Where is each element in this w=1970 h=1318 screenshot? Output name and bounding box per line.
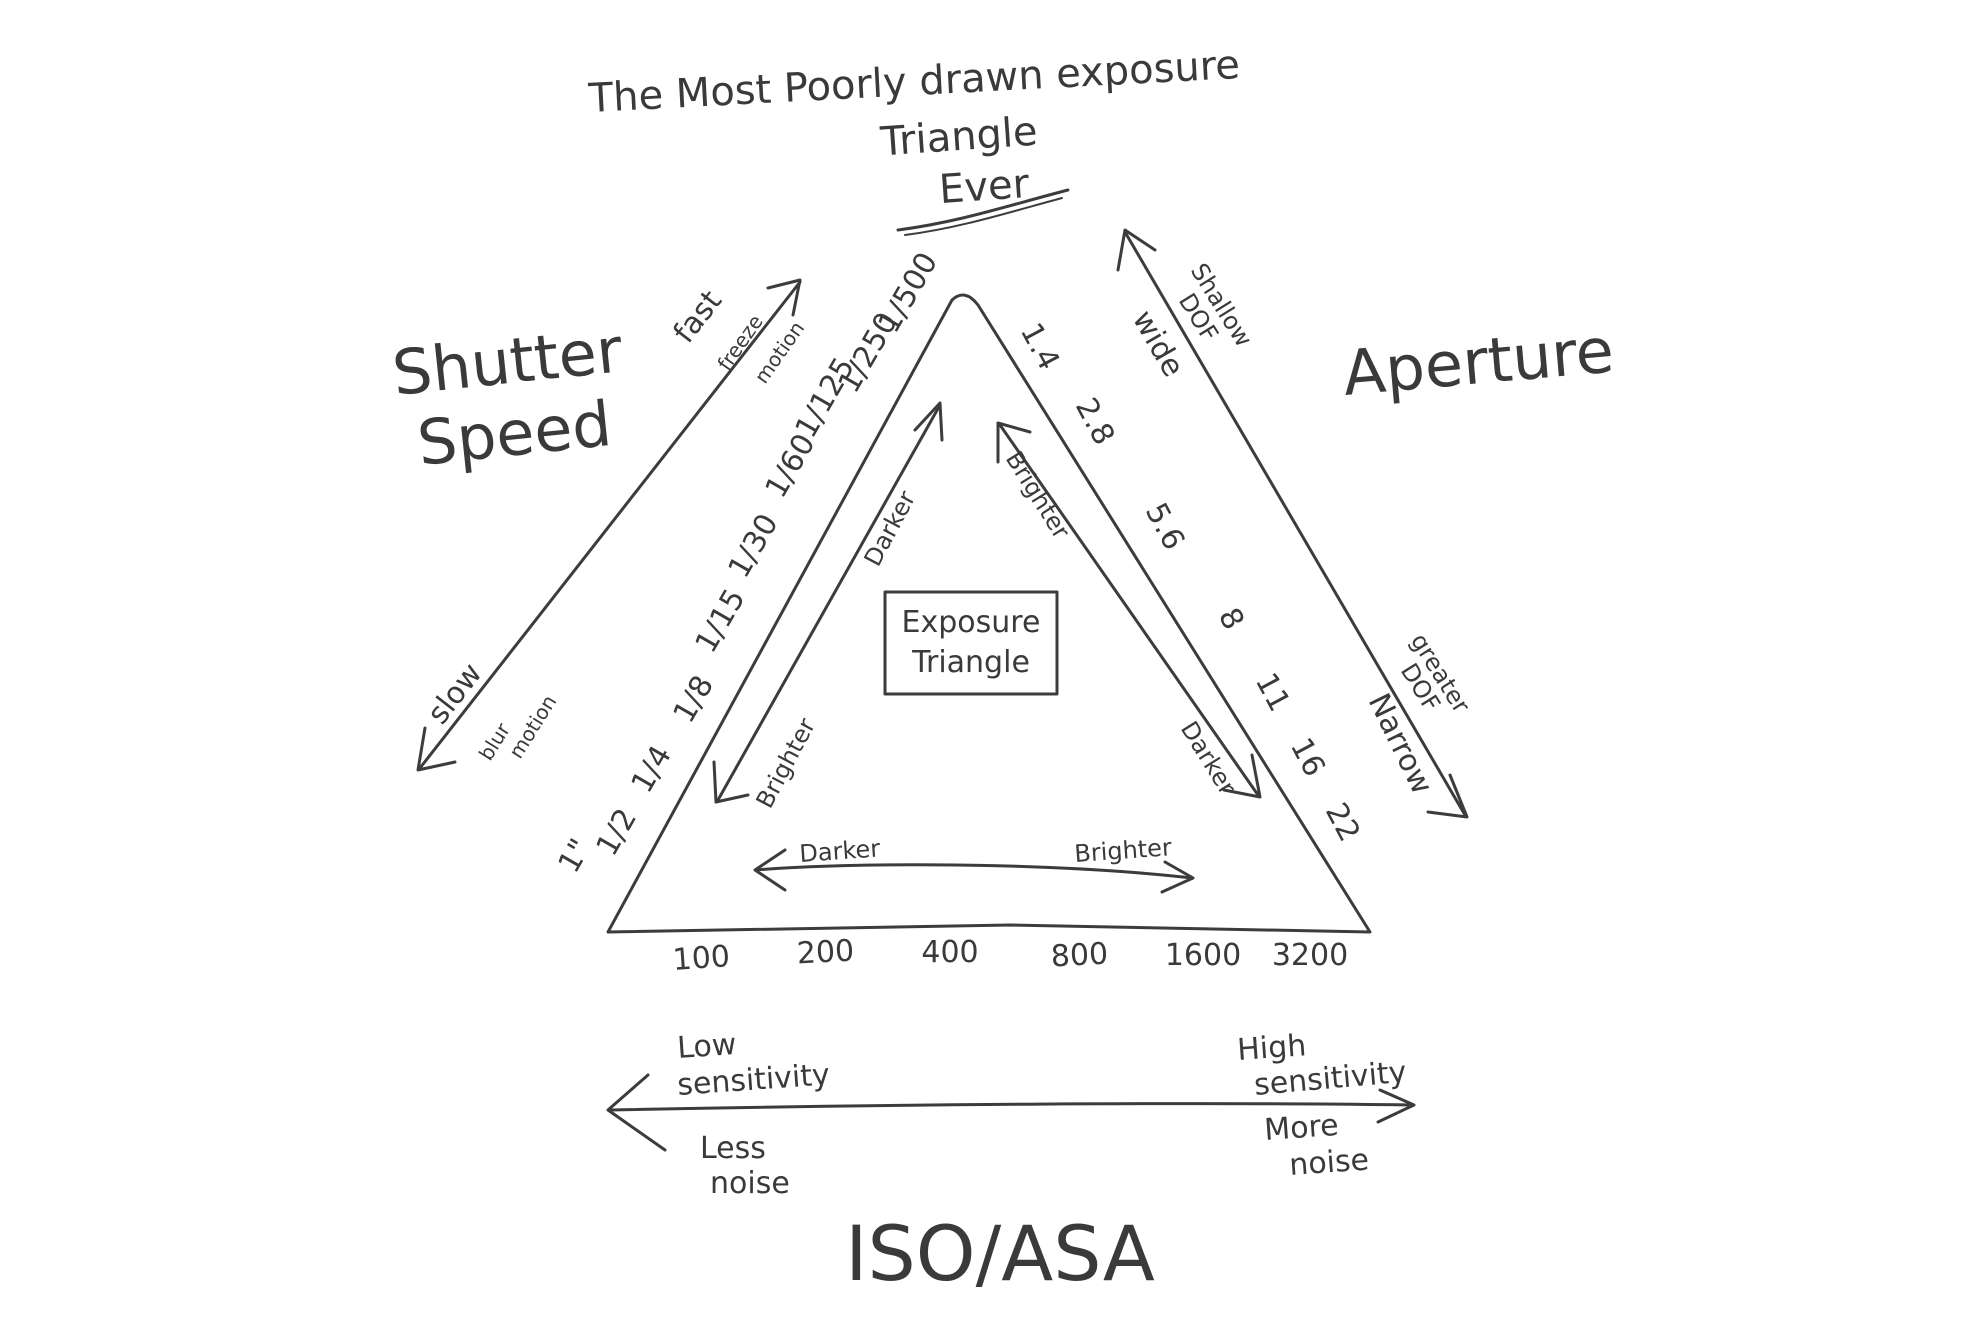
aperture-outer-arrow xyxy=(1123,230,1467,817)
aperture-value-7: 22 xyxy=(1318,797,1367,847)
aperture-inner-arrowhead-bottom xyxy=(1222,753,1262,799)
aperture-value-4: 8 xyxy=(1211,602,1251,635)
iso-inner-brighter: Brighter xyxy=(1073,833,1172,868)
aperture-value-6: 16 xyxy=(1283,732,1332,782)
center-box-line-1: Exposure xyxy=(902,605,1041,640)
aperture-inner-arrowhead-top xyxy=(996,421,1032,464)
aperture-values: 1.4 2.8 5.6 8 11 16 22 xyxy=(1013,317,1367,847)
iso-outer-arrow xyxy=(608,1102,1414,1112)
iso-title: ISO/ASA xyxy=(845,1209,1155,1298)
aperture-value-1: 1.4 xyxy=(1013,317,1066,376)
iso-high-line-1: High xyxy=(1236,1028,1307,1068)
iso-more-line-1: More xyxy=(1263,1108,1340,1148)
shutter-outer-arrow xyxy=(418,280,802,770)
aperture-wide-label: wide xyxy=(1125,305,1190,383)
iso-value-6: 3200 xyxy=(1272,938,1348,973)
shutter-fast-label: fast xyxy=(667,284,729,350)
aperture-value-3: 5.6 xyxy=(1138,497,1191,556)
iso-value-5: 1600 xyxy=(1165,938,1241,973)
shutter-value-6: 1/30 xyxy=(722,508,786,584)
iso-inner-arrowhead-left xyxy=(753,848,787,892)
aperture-inner-arrow xyxy=(998,423,1260,797)
iso-outer-arrowhead-left xyxy=(606,1073,667,1152)
title-line-1: The Most Poorly drawn exposure xyxy=(587,42,1241,122)
shutter-inner-brighter: Brighter xyxy=(751,713,822,812)
iso-values: 100 200 400 800 1600 3200 xyxy=(672,934,1349,978)
title-underline-2 xyxy=(904,197,1063,236)
iso-less-line-1: Less xyxy=(700,1131,766,1166)
shutter-inner-darker: Darker xyxy=(859,486,922,571)
shutter-value-10: 1/500 xyxy=(872,247,946,339)
aperture-title: Aperture xyxy=(1340,314,1617,410)
shutter-inner-arrowhead-bottom xyxy=(712,760,750,804)
iso-more-line-2: noise xyxy=(1288,1142,1370,1182)
shutter-value-2: 1/2 xyxy=(590,803,644,862)
aperture-outer-arrowhead-narrow xyxy=(1426,773,1469,819)
shutter-value-5: 1/15 xyxy=(689,583,753,659)
iso-value-4: 800 xyxy=(1050,937,1109,975)
shutter-value-4: 1/8 xyxy=(667,670,721,729)
center-box-line-2: Triangle xyxy=(911,645,1030,680)
iso-less-line-2: noise xyxy=(710,1166,790,1201)
iso-value-1: 100 xyxy=(672,939,732,978)
title-underline xyxy=(896,188,1070,232)
iso-value-3: 400 xyxy=(921,935,978,970)
iso-inner-darker: Darker xyxy=(798,834,881,868)
iso-inner-arrow xyxy=(754,863,1194,880)
shutter-inner-arrow xyxy=(716,403,942,802)
aperture-value-2: 2.8 xyxy=(1068,392,1121,451)
iso-outer-arrowhead-right xyxy=(1376,1088,1416,1124)
main-triangle xyxy=(606,293,1372,934)
shutter-blur-line-2: motion xyxy=(504,691,561,763)
shutter-outer-arrowhead-fast xyxy=(766,278,802,317)
center-box xyxy=(883,590,1059,696)
iso-low-line-1: Low xyxy=(676,1027,737,1066)
aperture-outer-arrowhead-wide xyxy=(1116,228,1157,272)
shutter-inner-arrowhead-top xyxy=(913,401,944,442)
title-line-2: Triangle xyxy=(878,109,1039,166)
aperture-inner-brighter: Brighter xyxy=(1000,446,1075,544)
shutter-outer-arrowhead-slow xyxy=(416,726,457,772)
iso-inner-arrowhead-right xyxy=(1160,860,1195,894)
iso-value-2: 200 xyxy=(796,934,855,972)
aperture-value-5: 11 xyxy=(1248,667,1297,717)
shutter-value-3: 1/4 xyxy=(625,740,679,799)
